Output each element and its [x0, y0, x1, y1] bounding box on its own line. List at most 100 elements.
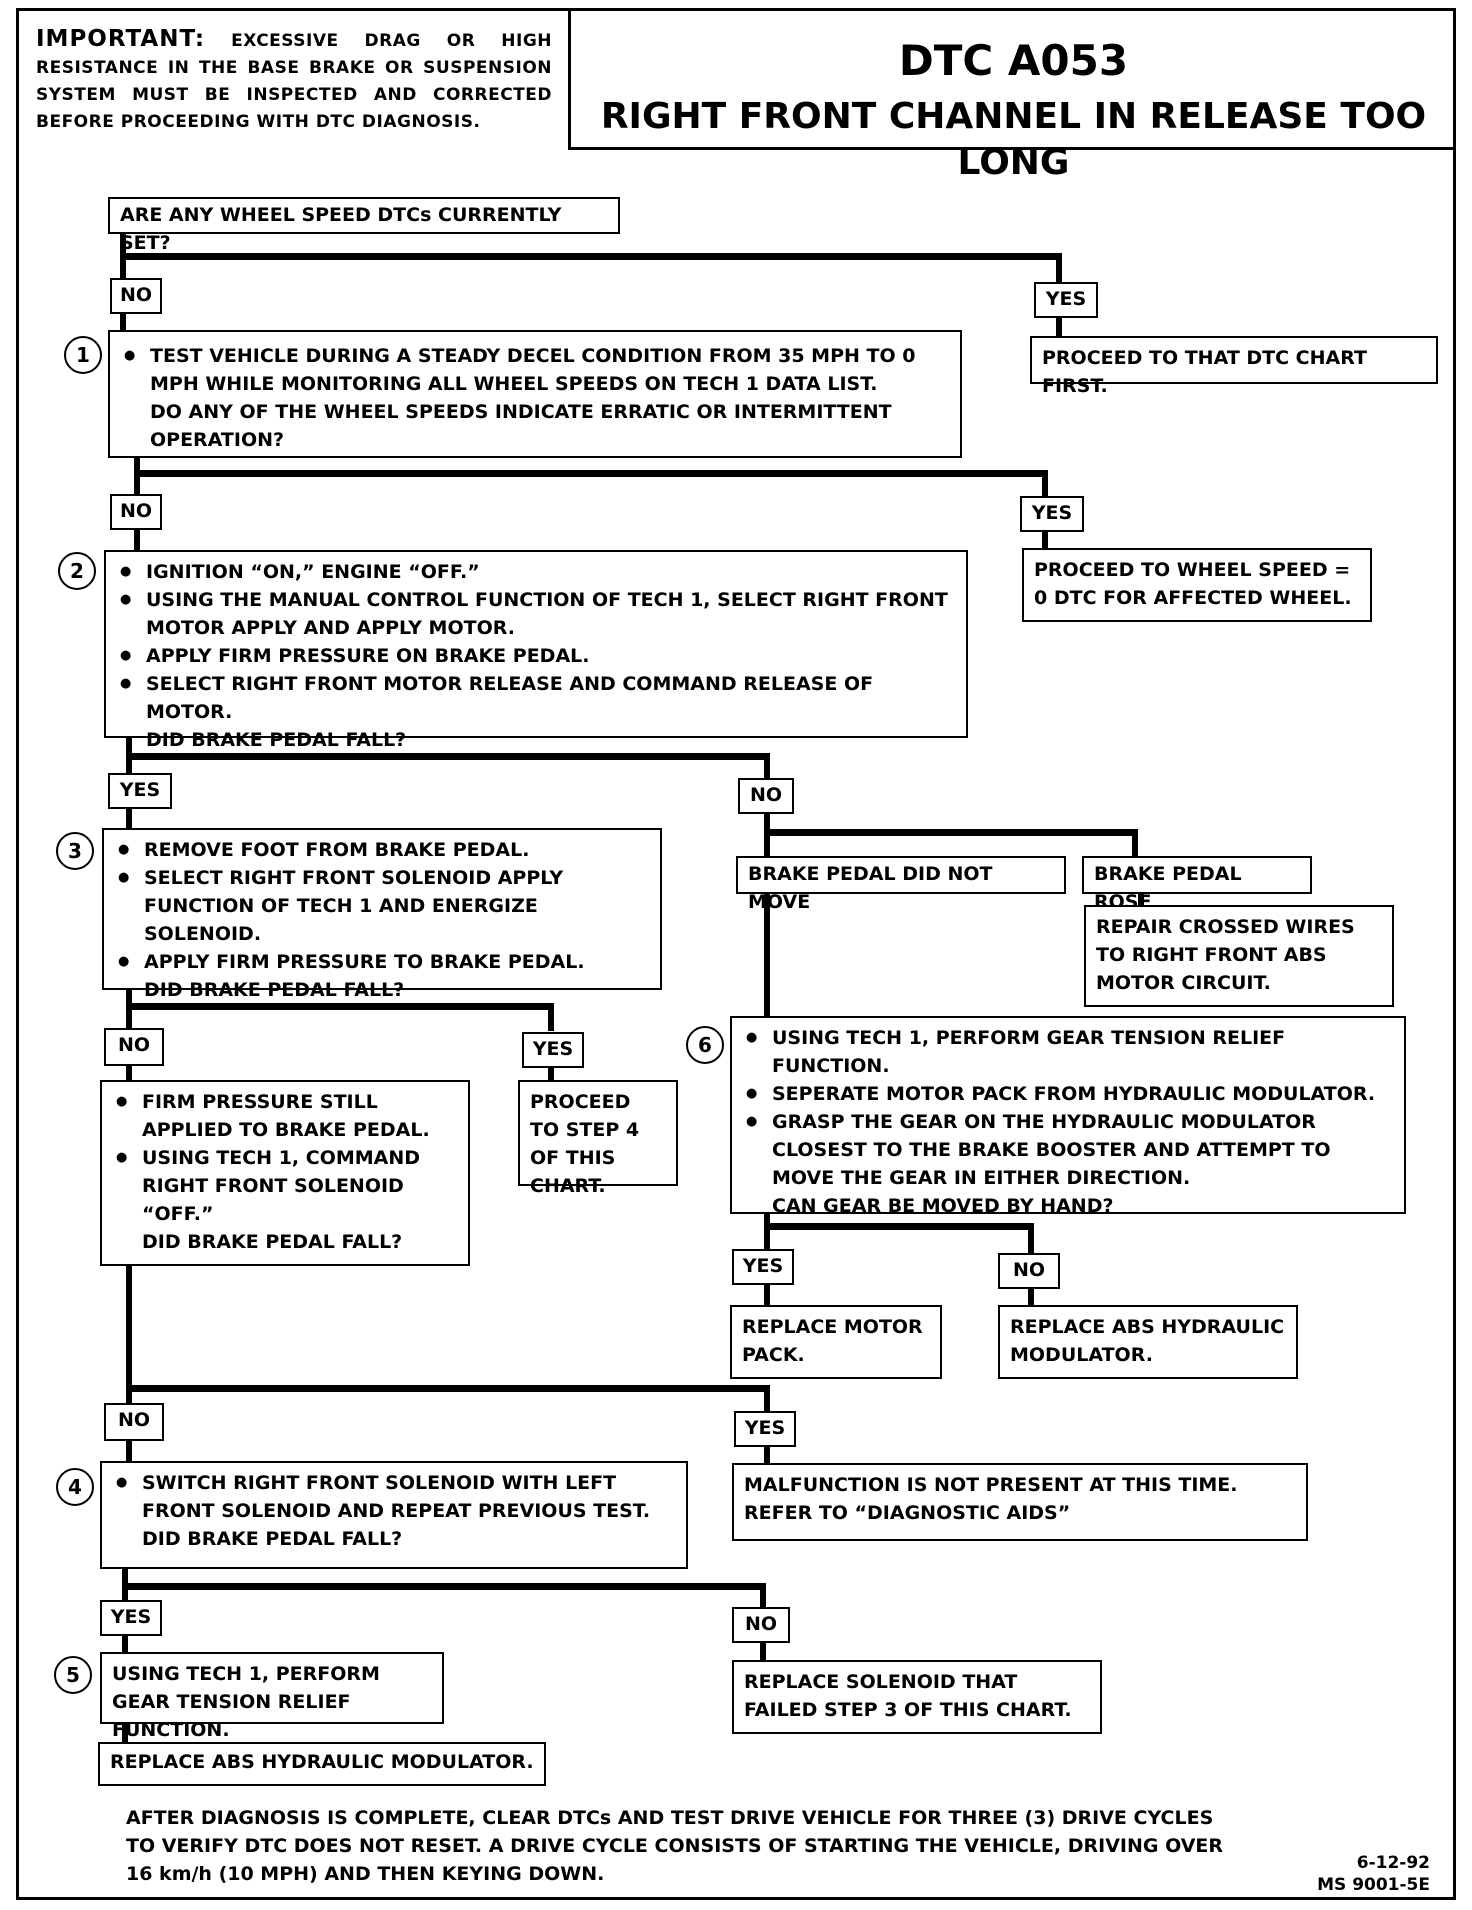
firm-pressure-bullet: USING TECH 1, COMMAND RIGHT FRONT SOLENO… [112, 1144, 458, 1228]
proceed-wheel-speed-box: PROCEED TO WHEEL SPEED = 0 DTC FOR AFFEC… [1022, 548, 1372, 622]
step-number-2: 2 [58, 552, 96, 590]
step4-bullet: SWITCH RIGHT FRONT SOLENOID WITH LEFT FR… [112, 1469, 676, 1525]
important-lead: IMPORTANT: [36, 26, 206, 52]
replace-motor-pack: REPLACE MOTOR PACK. [742, 1316, 923, 1366]
firm-pressure-box: FIRM PRESSURE STILL APPLIED TO BRAKE PED… [100, 1080, 470, 1266]
step-number-1: 1 [64, 336, 102, 374]
branch-label-yes: YES [1034, 282, 1098, 318]
document-date: 6-12-92 [1356, 1853, 1430, 1873]
step4-question: DID BRAKE PEDAL FALL? [142, 1528, 403, 1550]
replace-modulator: REPLACE ABS HYDRAULIC MODULATOR. [1010, 1316, 1285, 1366]
replace-modulator-final-box: REPLACE ABS HYDRAULIC MODULATOR. [98, 1742, 546, 1786]
step2-question: DID BRAKE PEDAL FALL? [146, 729, 407, 751]
connector [1132, 829, 1138, 859]
connector [548, 1066, 554, 1080]
branch-label-yes: YES [1020, 496, 1084, 532]
connector [1028, 1289, 1034, 1307]
connector [122, 1634, 128, 1654]
proceed-step4: PROCEED TO STEP 4 OF THIS CHART. [530, 1091, 640, 1197]
title-box: DTC A053 RIGHT FRONT CHANNEL IN RELEASE … [568, 8, 1456, 183]
connector [764, 1385, 770, 1413]
dtc-code: DTC A053 [898, 36, 1129, 85]
start-question-box: ARE ANY WHEEL SPEED DTCs CURRENTLY SET? [108, 197, 620, 254]
pedal-did-not-move: BRAKE PEDAL DID NOT MOVE [748, 863, 993, 913]
step6-question: CAN GEAR BE MOVED BY HAND? [772, 1195, 1114, 1217]
connector [760, 1641, 766, 1661]
step-number-3: 3 [56, 832, 94, 870]
replace-solenoid-box: REPLACE SOLENOID THAT FAILED STEP 3 OF T… [732, 1660, 1102, 1734]
step2-bullet: USING THE MANUAL CONTROL FUNCTION OF TEC… [116, 586, 956, 642]
branch-label-yes: YES [108, 773, 172, 809]
connector [1028, 1223, 1034, 1253]
branch-label-yes: YES [100, 1600, 162, 1636]
connector [126, 990, 132, 1028]
pedal-did-not-move-box: BRAKE PEDAL DID NOT MOVE [736, 856, 1066, 913]
connector [764, 753, 770, 781]
step1-question: DO ANY OF THE WHEEL SPEEDS INDICATE ERRA… [150, 401, 892, 451]
malfunction-not-present: MALFUNCTION IS NOT PRESENT AT THIS TIME.… [744, 1474, 1238, 1524]
firm-pressure-question: DID BRAKE PEDAL FALL? [142, 1231, 403, 1253]
proceed-step4-box: PROCEED TO STEP 4 OF THIS CHART. [518, 1080, 678, 1197]
connector [1042, 470, 1048, 500]
step2-bullet: IGNITION “ON,” ENGINE “OFF.” [116, 558, 956, 586]
step2-bullet: SELECT RIGHT FRONT MOTOR RELEASE AND COM… [116, 670, 956, 726]
step5-text: USING TECH 1, PERFORM GEAR TENSION RELIE… [112, 1663, 380, 1741]
connector [126, 1003, 554, 1010]
connector [134, 470, 1048, 477]
connector [122, 1568, 128, 1608]
connector [126, 1441, 132, 1463]
page-frame [16, 8, 1456, 1900]
branch-label-yes: YES [734, 1411, 796, 1447]
branch-label-no: NO [732, 1607, 790, 1643]
step4-box: SWITCH RIGHT FRONT SOLENOID WITH LEFT FR… [100, 1461, 688, 1569]
proceed-wheel-speed: PROCEED TO WHEEL SPEED = 0 DTC FOR AFFEC… [1034, 559, 1352, 609]
connector [1056, 318, 1062, 338]
replace-solenoid: REPLACE SOLENOID THAT FAILED STEP 3 OF T… [744, 1671, 1072, 1721]
branch-label-no: NO [738, 778, 794, 814]
connector [1138, 893, 1144, 905]
connector [122, 1583, 766, 1590]
connector [120, 310, 126, 334]
replace-motor-pack-box: REPLACE MOTOR PACK. [730, 1305, 942, 1379]
branch-label-yes: YES [732, 1249, 794, 1285]
step-number-5: 5 [54, 1656, 92, 1694]
connector [126, 807, 132, 831]
step-number-4: 4 [56, 1468, 94, 1506]
connector [764, 829, 1138, 836]
connector [764, 891, 770, 1021]
connector [764, 1213, 770, 1249]
connector [126, 1265, 132, 1405]
connector [1056, 253, 1062, 285]
repair-crossed-wires: REPAIR CROSSED WIRES TO RIGHT FRONT ABS … [1096, 916, 1355, 994]
step3-bullet: APPLY FIRM PRESSURE TO BRAKE PEDAL. [114, 948, 650, 976]
branch-label-no: NO [998, 1253, 1060, 1289]
step6-bullet: USING TECH 1, PERFORM GEAR TENSION RELIE… [742, 1024, 1394, 1080]
firm-pressure-bullet: FIRM PRESSURE STILL APPLIED TO BRAKE PED… [112, 1088, 458, 1144]
malfunction-not-present-box: MALFUNCTION IS NOT PRESENT AT THIS TIME.… [732, 1463, 1308, 1541]
footer-note: AFTER DIAGNOSIS IS COMPLETE, CLEAR DTCs … [126, 1807, 1224, 1885]
connector [126, 753, 770, 760]
step6-bullet: GRASP THE GEAR ON THE HYDRAULIC MODULATO… [742, 1108, 1394, 1192]
step6-box: USING TECH 1, PERFORM GEAR TENSION RELIE… [730, 1016, 1406, 1217]
step3-bullet: REMOVE FOOT FROM BRAKE PEDAL. [114, 836, 650, 864]
step6-bullet: SEPERATE MOTOR PACK FROM HYDRAULIC MODUL… [742, 1080, 1394, 1108]
branch-label-no: NO [110, 494, 162, 530]
connector [126, 1064, 132, 1080]
branch-label-no: NO [104, 1028, 164, 1066]
step3-bullet: SELECT RIGHT FRONT SOLENOID APPLY FUNCTI… [114, 864, 650, 948]
replace-modulator-box: REPLACE ABS HYDRAULIC MODULATOR. [998, 1305, 1298, 1379]
connector [122, 1720, 128, 1744]
step-number-6: 6 [686, 1026, 724, 1064]
step2-bullet: APPLY FIRM PRESSURE ON BRAKE PEDAL. [116, 642, 956, 670]
replace-modulator-final: REPLACE ABS HYDRAULIC MODULATOR. [110, 1751, 534, 1773]
document-ref: 6-12-92 MS 9001-5E [1290, 1852, 1430, 1896]
connector [120, 230, 126, 282]
proceed-dtc-first-box: PROCEED TO THAT DTC CHART FIRST. [1030, 336, 1438, 397]
connector [760, 1583, 766, 1611]
step1-box: TEST VEHICLE DURING A STEADY DECEL CONDI… [108, 330, 962, 458]
pedal-rose-box: BRAKE PEDAL ROSE [1082, 856, 1312, 913]
step3-box: REMOVE FOOT FROM BRAKE PEDAL. SELECT RIG… [102, 828, 662, 1001]
proceed-dtc-first: PROCEED TO THAT DTC CHART FIRST. [1042, 347, 1367, 397]
connector [764, 1285, 770, 1307]
connector [764, 1447, 770, 1465]
